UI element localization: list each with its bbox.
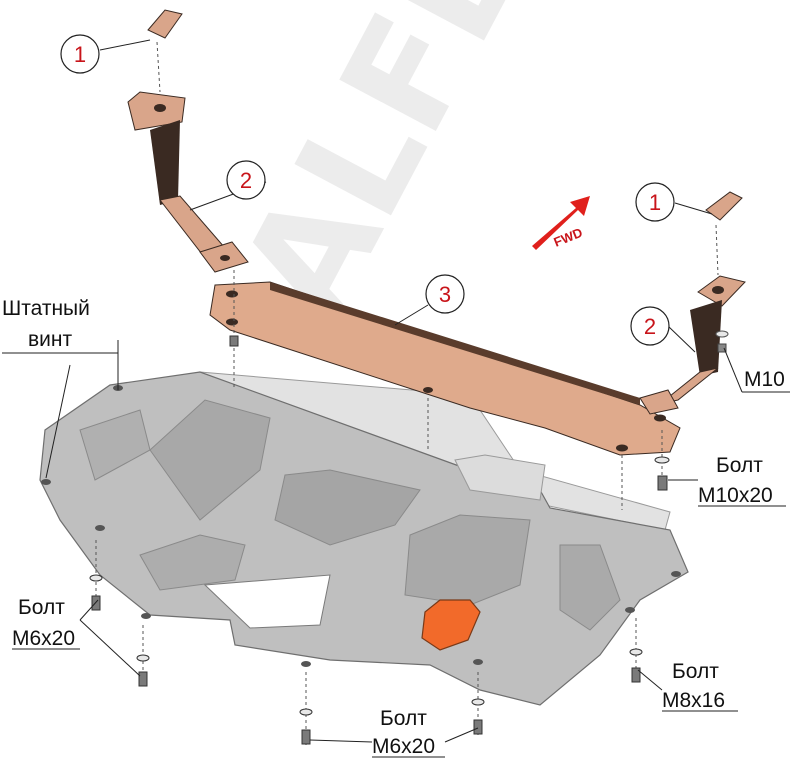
callout-right-plate: 1 [635,182,675,222]
stock-screw-label-line1: Штатный [2,297,90,320]
bolt-m6x20-bottom-label-line2: M6x20 [372,735,435,758]
callout-number: 3 [439,282,451,307]
callout-right-bracket: 2 [630,306,670,346]
forward-direction-indicator: FWD [532,196,590,250]
right-bracket-assembly [639,191,746,415]
bolt-m6x20-left-label-line2: M6x20 [12,627,75,650]
leader-lines [2,39,790,758]
forward-arrow-icon [532,196,590,250]
bolt-m10x20-label-line2: M10x20 [698,484,773,507]
bolt-m6x20-bottom-label-line1: Болт [380,707,427,730]
stock-screw-label-line2: винт [28,328,72,351]
callout-number: 2 [240,168,252,193]
bolt-m8x16-label-line1: Болт [672,660,719,683]
callout-number: 1 [649,190,661,215]
callout-number: 2 [644,314,656,339]
bolt-m8x16-label-line2: M8x16 [662,689,725,712]
left-bracket-assembly [127,9,249,273]
bolt-m6x20-left-label-line1: Болт [18,596,65,619]
crossbar-part [209,281,681,456]
bolt-heads [89,335,670,745]
callout-left-plate: 1 [60,34,100,74]
callout-number: 1 [74,42,86,67]
bolt-m10x20-label-line1: Болт [716,454,763,477]
callout-crossbar: 3 [425,274,465,314]
callout-left-bracket: 2 [226,160,266,200]
skid-plate [39,371,689,706]
m10-label: M10 [744,368,785,391]
